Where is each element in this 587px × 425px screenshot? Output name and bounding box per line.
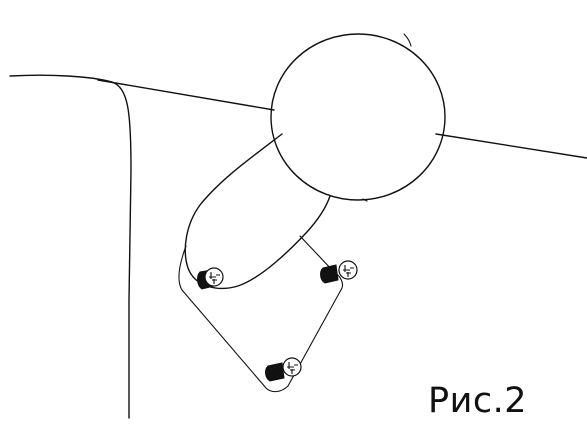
wall-top-edge [97,79,275,111]
sphere [270,33,446,201]
sphere-seam-bottom [362,198,368,202]
screw-icon [197,267,224,290]
figure-caption: Рис.2 [428,381,527,421]
mount-arm [184,133,331,290]
wall-left-edge [9,74,132,419]
screw-icon [265,357,302,382]
screw-icon [320,260,358,284]
wall-top-edge-right [435,133,587,159]
mounting-plate [178,235,344,393]
sphere-seam [403,33,412,47]
